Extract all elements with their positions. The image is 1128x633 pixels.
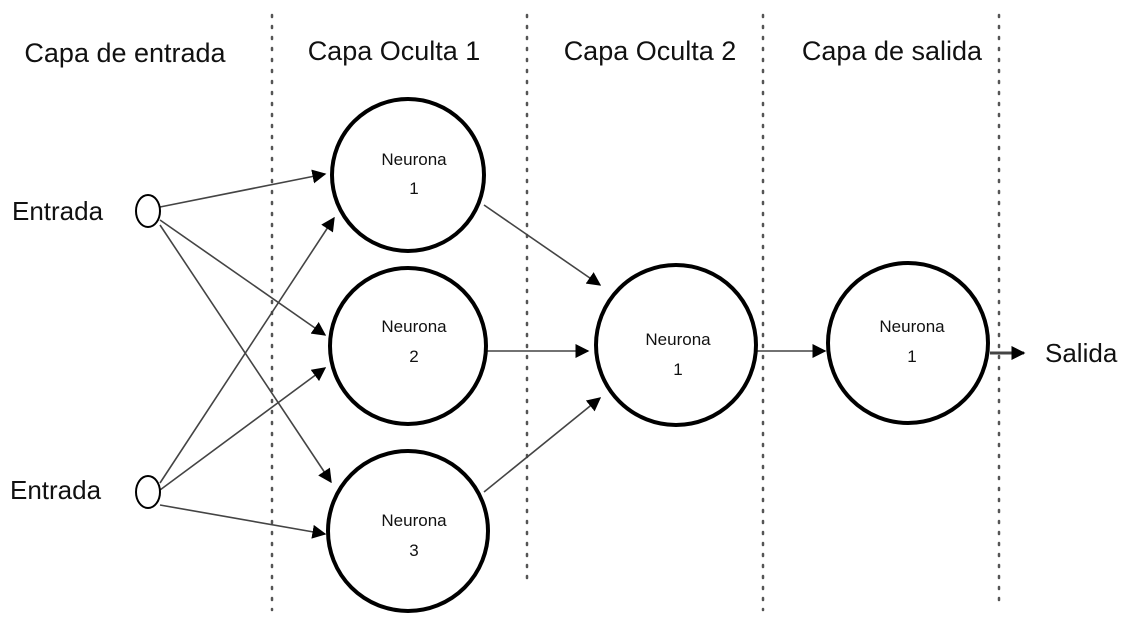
connection-arrow bbox=[483, 204, 602, 286]
layer-title-hidden-2: Capa Oculta 2 bbox=[564, 36, 737, 66]
input-label: Entrada bbox=[10, 475, 102, 505]
neuron-hidden1-3: Neurona 3 bbox=[326, 449, 490, 613]
neuron-output-1: Neurona 1 bbox=[826, 261, 990, 425]
neuron-hidden2-1: Neurona 1 bbox=[594, 263, 758, 427]
neuron-index: 1 bbox=[907, 347, 916, 366]
connection-arrow bbox=[159, 219, 327, 336]
connection-arrow bbox=[483, 397, 602, 493]
input-node bbox=[135, 475, 161, 509]
neuron-name: Neurona bbox=[381, 317, 447, 336]
connection-arrow bbox=[159, 367, 327, 491]
input-node bbox=[135, 194, 161, 228]
layer-title-output: Capa de salida bbox=[802, 36, 983, 66]
neuron-index: 1 bbox=[673, 360, 682, 379]
output-label: Salida bbox=[1045, 338, 1118, 368]
neuron-index: 2 bbox=[409, 347, 418, 366]
neuron-index: 1 bbox=[409, 179, 418, 198]
input-label: Entrada bbox=[12, 196, 104, 226]
neuron-name: Neurona bbox=[879, 317, 945, 336]
neuron-name: Neurona bbox=[381, 150, 447, 169]
layer-title-hidden-1: Capa Oculta 1 bbox=[308, 36, 481, 66]
connection-arrow bbox=[159, 216, 335, 484]
connection-arrow bbox=[159, 169, 327, 208]
neuron-name: Neurona bbox=[381, 511, 447, 530]
layer-title-input: Capa de entrada bbox=[24, 38, 226, 68]
neuron-name: Neurona bbox=[645, 330, 711, 349]
neuron-hidden1-2: Neurona 2 bbox=[328, 266, 488, 426]
connection-arrow bbox=[159, 504, 327, 539]
neuron-hidden1-1: Neurona 1 bbox=[330, 97, 486, 253]
neuron-index: 3 bbox=[409, 541, 418, 560]
